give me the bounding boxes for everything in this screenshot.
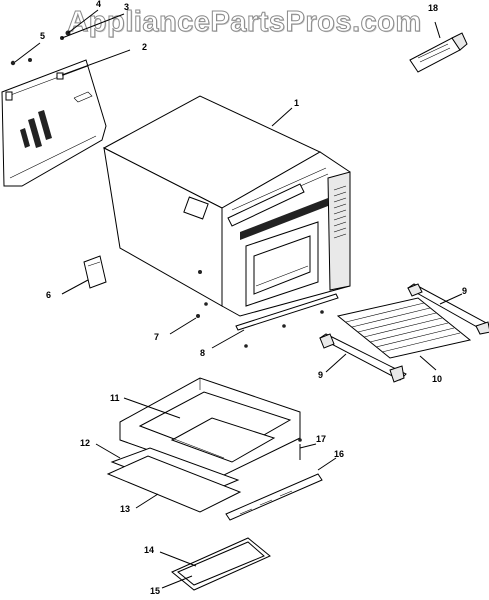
- part-strip-8: [211, 293, 339, 349]
- part-rail-9-lower: [319, 333, 407, 383]
- callout-18: 18: [428, 3, 438, 13]
- callout-1: 1: [294, 98, 299, 108]
- callout-15: 15: [150, 586, 160, 596]
- part-back-panel-2: [1, 59, 107, 187]
- callout-5: 5: [40, 31, 45, 41]
- callout-11: 11: [110, 393, 120, 403]
- part-rack-10: [336, 297, 472, 371]
- callout-10: 10: [432, 374, 442, 384]
- part-tube-18: [409, 21, 468, 73]
- callout-14: 14: [144, 545, 154, 555]
- leader-2: [61, 49, 131, 76]
- part-panel-13: [106, 455, 242, 513]
- callout-16: 16: [334, 449, 344, 459]
- part-clip-17: [299, 443, 317, 460]
- part-screw-7: [169, 314, 200, 335]
- part-tray-14: [159, 537, 271, 591]
- callout-12: 12: [80, 438, 90, 448]
- callout-17: 17: [316, 434, 326, 444]
- watermark-text: AppliancePartsPros.com: [67, 6, 422, 39]
- part-rail-9-upper: [407, 283, 489, 335]
- part-screw-5: [10, 42, 41, 66]
- callout-7: 7: [154, 332, 159, 342]
- part-cabinet-1: [102, 95, 351, 317]
- callout-6: 6: [46, 290, 51, 300]
- callout-9-lower: 9: [318, 370, 323, 380]
- callout-4: 4: [96, 0, 101, 9]
- part-front-strip-16: [225, 457, 337, 521]
- callout-3: 3: [124, 2, 129, 12]
- part-cover-6: [61, 255, 107, 295]
- part-base-frame-11: [119, 377, 302, 477]
- callout-2: 2: [142, 42, 147, 52]
- callout-13: 13: [120, 504, 130, 514]
- callout-8: 8: [200, 348, 205, 358]
- part-screws-4: [60, 9, 125, 40]
- callout-9-upper: 9: [462, 286, 467, 296]
